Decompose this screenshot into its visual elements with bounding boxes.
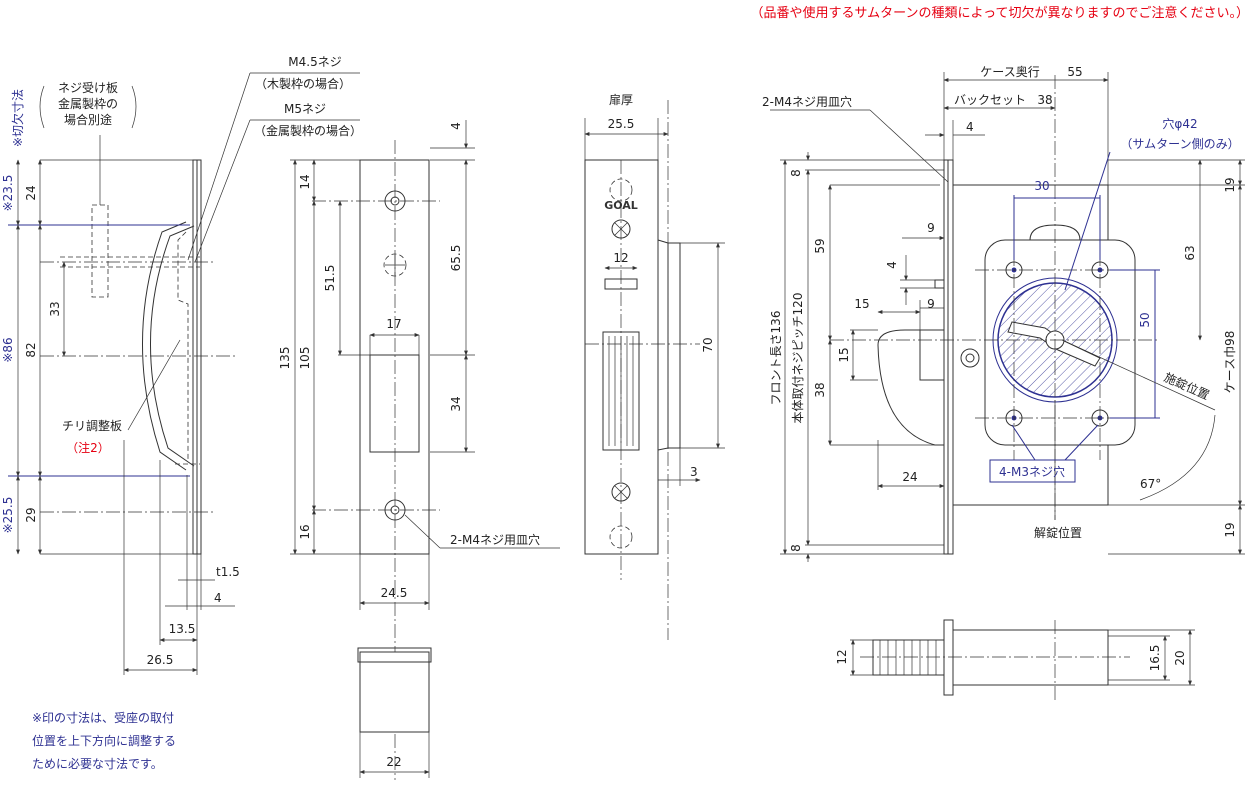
front-dim-65-5: 65.5 [449,245,463,272]
screw-wood-label: M4.5ネジ [288,55,341,69]
latch-dim-20: 20 [1173,650,1187,665]
side-view: GOAL 扉厚 25.5 12 70 3 [584,93,725,640]
side-dim-70: 70 [701,337,715,352]
body-hole-label: 2-M4ネジ用皿穴 [762,94,852,109]
latch-detail-view: 12 16.5 20 [835,619,1195,700]
hole-dia-note: （サムターン側のみ） [1120,137,1239,151]
front-dim-34: 34 [449,396,463,411]
front-length-label: フロント長さ136 [769,311,783,406]
body-dim-4-mid: 4 [885,261,899,269]
caution-note: （品番や使用するサムターンの種類によって切欠が異なりますのでご注意ください。） [750,5,1249,21]
latch-dim-16-5: 16.5 [1148,645,1162,672]
body-dim-9-b: 9 [927,297,935,311]
dim-4: 4 [214,591,222,605]
dim-26-5: 26.5 [147,653,174,667]
dim-29: 29 [24,507,38,522]
hole-dia-label: 穴φ42 [1162,116,1197,131]
front-plate-view: 4 14 65.5 51.5 17 135 105 34 16 24.5 22 … [278,120,560,780]
screw-plate-label-2: 金属製枠の [58,96,118,111]
cutout-dim-label: ※切欠寸法 [10,89,25,147]
front-dim-105: 105 [298,347,312,370]
screw-metal-label: M5ネジ [284,102,326,116]
dim-86: ※86 [1,337,15,362]
strike-side-view: ネジ受け板 金属製枠の 場合別途 M4.5ネジ （木製枠の場合） M5ネジ （金… [1,55,362,771]
unlocked-position-label: 解錠位置 [1034,525,1082,540]
screw-plate-label-1: ネジ受け板 [58,81,118,95]
case-width-label: ケース巾98 [1223,331,1237,394]
angle-label: 67° [1140,477,1161,491]
mount-pitch-label: 本体取付ネジピッチ120 [791,293,805,424]
body-dim-19-top: 19 [1223,177,1237,192]
side-dim-12: 12 [613,251,628,265]
body-dim-50: 50 [1138,312,1152,327]
lock-body-view: ケース奥行 55 バックセット 38 2-M4ネジ用皿穴 4 8 30 9 59… [762,65,1245,562]
dim-23-5: ※23.5 [1,175,15,212]
body-dim-19-bottom: 19 [1223,522,1237,537]
front-dim-17: 17 [386,317,401,331]
body-dim-9-a: 9 [927,221,935,235]
front-dim-22: 22 [386,755,401,769]
footnote-3: ために必要な寸法です。 [32,757,163,771]
adjust-note-label: （注2） [66,440,110,455]
screw-wood-case-label: （木製枠の場合） [255,76,351,91]
footnote-1: ※印の寸法は、受座の取付 [32,710,174,725]
front-dim-16: 16 [298,524,312,539]
dim-13-5: 13.5 [169,622,196,636]
dim-25-5: ※25.5 [1,497,15,534]
body-dim-24: 24 [902,470,917,484]
dim-33: 33 [48,301,62,316]
backset-value: 38 [1037,93,1052,107]
front-dim-14: 14 [298,174,312,189]
dim-24: 24 [24,185,38,200]
front-dim-135: 135 [278,347,292,370]
case-depth-value: 55 [1067,65,1082,79]
body-dim-63: 63 [1183,245,1197,260]
backset-label: バックセット [954,93,1026,107]
screw-holes-label: 4-M3ネジ穴 [999,464,1065,479]
screw-plate-label-3: 場合別途 [64,112,112,127]
dim-t1-5: t1.5 [216,565,240,579]
body-dim-15-top: 15 [854,297,869,311]
footnote-2: 位置を上下方向に調整する [32,733,176,748]
body-dim-30: 30 [1034,179,1049,193]
latch-dim-12: 12 [835,649,849,664]
case-depth-label: ケース奥行 [980,65,1039,79]
screw-metal-case-label: （金属製枠の場合） [254,123,362,138]
body-dim-59: 59 [813,238,827,253]
adjust-plate-label: チリ調整板 [62,418,122,433]
body-dim-8-top: 8 [789,169,803,177]
front-dim-51-5: 51.5 [323,265,337,292]
body-dim-8-bottom: 8 [789,544,803,552]
locked-position-label: 施錠位置 [1162,369,1212,402]
side-dim-25-5: 25.5 [608,117,635,131]
body-dim-15-side: 15 [837,347,851,362]
dim-82: 82 [24,342,38,357]
body-dim-4-top: 4 [966,120,974,134]
door-thickness-label: 扉厚 [609,93,633,107]
front-dim-4: 4 [449,122,463,130]
front-hole-label: 2-M4ネジ用皿穴 [450,532,540,547]
body-dim-38: 38 [813,382,827,397]
side-dim-3: 3 [690,465,698,479]
front-dim-24-5: 24.5 [381,586,408,600]
